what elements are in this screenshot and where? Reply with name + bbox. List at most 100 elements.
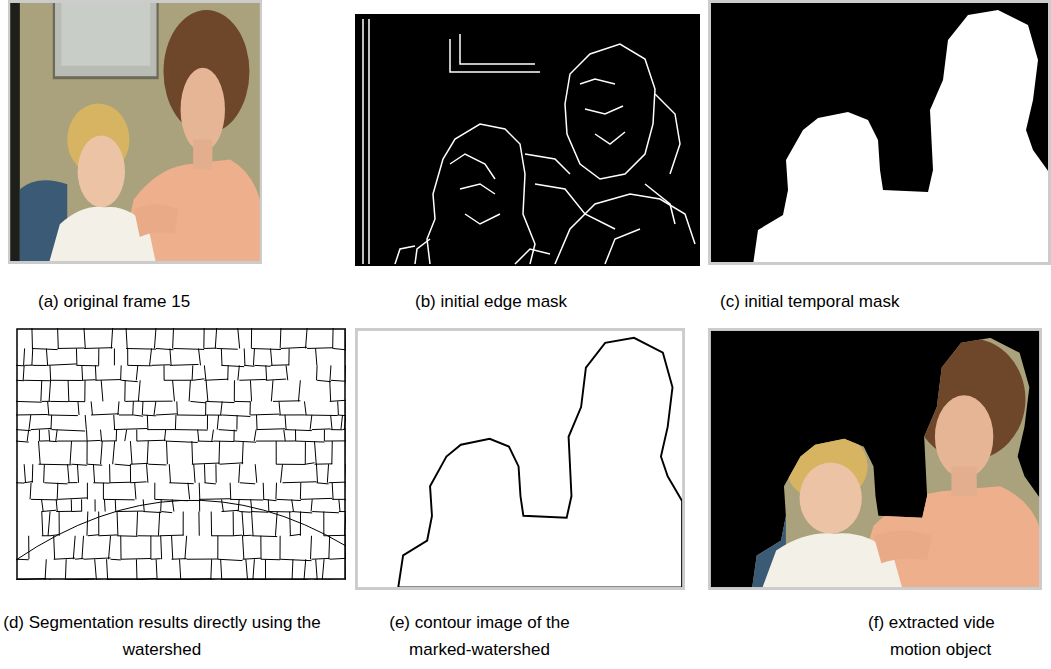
region-boundary xyxy=(328,536,330,559)
region-boundary xyxy=(239,464,240,483)
region-boundary xyxy=(284,440,296,441)
region-boundary xyxy=(176,429,208,431)
watershed-segmentation xyxy=(16,328,346,580)
region-boundary xyxy=(204,348,216,349)
region-boundary xyxy=(222,510,240,511)
panel-caption: (a) original frame 15 xyxy=(38,288,190,315)
region-boundary xyxy=(307,347,333,349)
region-boundary xyxy=(135,483,136,500)
contour-image xyxy=(355,328,685,590)
region-boundary xyxy=(154,483,155,500)
region-boundary xyxy=(101,430,102,441)
region-boundary xyxy=(263,499,276,500)
region-boundary xyxy=(46,348,47,365)
region-boundary xyxy=(71,511,81,512)
region-boundary xyxy=(242,512,244,536)
region-boundary xyxy=(39,464,72,466)
region-boundary xyxy=(217,536,218,559)
region-boundary xyxy=(285,415,286,430)
region-boundary xyxy=(77,464,78,483)
region-boundary xyxy=(311,558,329,560)
region-boundary xyxy=(95,559,97,580)
region-boundary xyxy=(109,536,111,559)
region-boundary xyxy=(136,559,138,580)
region-boundary xyxy=(54,558,75,559)
region-boundary xyxy=(257,428,285,430)
region-boundary xyxy=(104,499,106,511)
region-boundary xyxy=(337,401,339,415)
region-boundary xyxy=(188,483,190,500)
region-boundary xyxy=(103,483,104,500)
region-boundary xyxy=(234,380,235,401)
region-boundary xyxy=(218,441,220,464)
region-boundary xyxy=(227,365,228,380)
region-boundary xyxy=(87,440,101,442)
region-boundary xyxy=(84,380,85,401)
region-boundary xyxy=(217,415,218,430)
region-boundary xyxy=(121,558,151,560)
region-boundary xyxy=(292,499,294,511)
region-boundary xyxy=(341,415,343,430)
region-boundary xyxy=(111,328,112,348)
region-boundary xyxy=(24,464,25,483)
region-boundary xyxy=(23,365,25,380)
region-boundary xyxy=(170,364,199,366)
region-boundary xyxy=(88,535,99,536)
region-boundary xyxy=(251,499,252,511)
region-boundary xyxy=(76,348,77,365)
region-boundary xyxy=(221,365,244,366)
region-boundary xyxy=(280,328,282,348)
region-boundary xyxy=(111,559,121,561)
region-boundary xyxy=(58,498,88,499)
region-boundary xyxy=(215,464,216,483)
region-boundary xyxy=(68,482,78,483)
region-boundary xyxy=(281,464,283,483)
region-boundary xyxy=(273,400,300,402)
region-boundary xyxy=(292,559,294,580)
region-boundary xyxy=(93,464,94,483)
region-boundary xyxy=(120,365,122,380)
region-boundary xyxy=(256,441,284,442)
region-boundary xyxy=(266,379,286,380)
region-boundary xyxy=(239,511,251,513)
region-boundary xyxy=(252,348,281,349)
region-boundary xyxy=(222,415,250,416)
panel-caption: (b) initial edge mask xyxy=(415,288,567,315)
region-boundary xyxy=(16,401,42,403)
region-boundary xyxy=(130,441,132,464)
region-boundary xyxy=(126,328,127,348)
region-boundary xyxy=(253,559,255,580)
region-boundary xyxy=(316,464,317,483)
region-boundary xyxy=(166,441,168,464)
region-boundary xyxy=(330,400,346,401)
region-boundary xyxy=(24,380,50,381)
region-boundary xyxy=(160,499,162,511)
region-boundary xyxy=(271,380,273,401)
region-boundary xyxy=(310,415,312,430)
region-boundary xyxy=(29,415,31,430)
region-boundary xyxy=(263,483,265,500)
region-boundary xyxy=(117,512,119,536)
region-boundary xyxy=(339,499,340,511)
region-boundary xyxy=(136,430,137,441)
region-boundary xyxy=(51,401,69,402)
region-boundary xyxy=(42,499,44,511)
region-boundary xyxy=(172,536,173,559)
region-boundary xyxy=(211,535,233,536)
region-boundary xyxy=(32,348,58,349)
region-boundary xyxy=(138,535,160,536)
region-boundary xyxy=(147,464,148,483)
region-boundary xyxy=(114,428,148,429)
region-boundary xyxy=(45,559,46,580)
region-boundary xyxy=(194,464,195,483)
region-boundary xyxy=(233,430,234,441)
region-boundary xyxy=(143,512,161,513)
region-boundary xyxy=(244,365,254,367)
region-boundary xyxy=(56,499,57,511)
region-boundary xyxy=(147,441,148,464)
region-boundary xyxy=(101,441,103,464)
region-boundary xyxy=(166,441,198,442)
region-boundary xyxy=(177,414,206,415)
region-boundary xyxy=(301,498,332,499)
region-boundary xyxy=(187,559,218,560)
